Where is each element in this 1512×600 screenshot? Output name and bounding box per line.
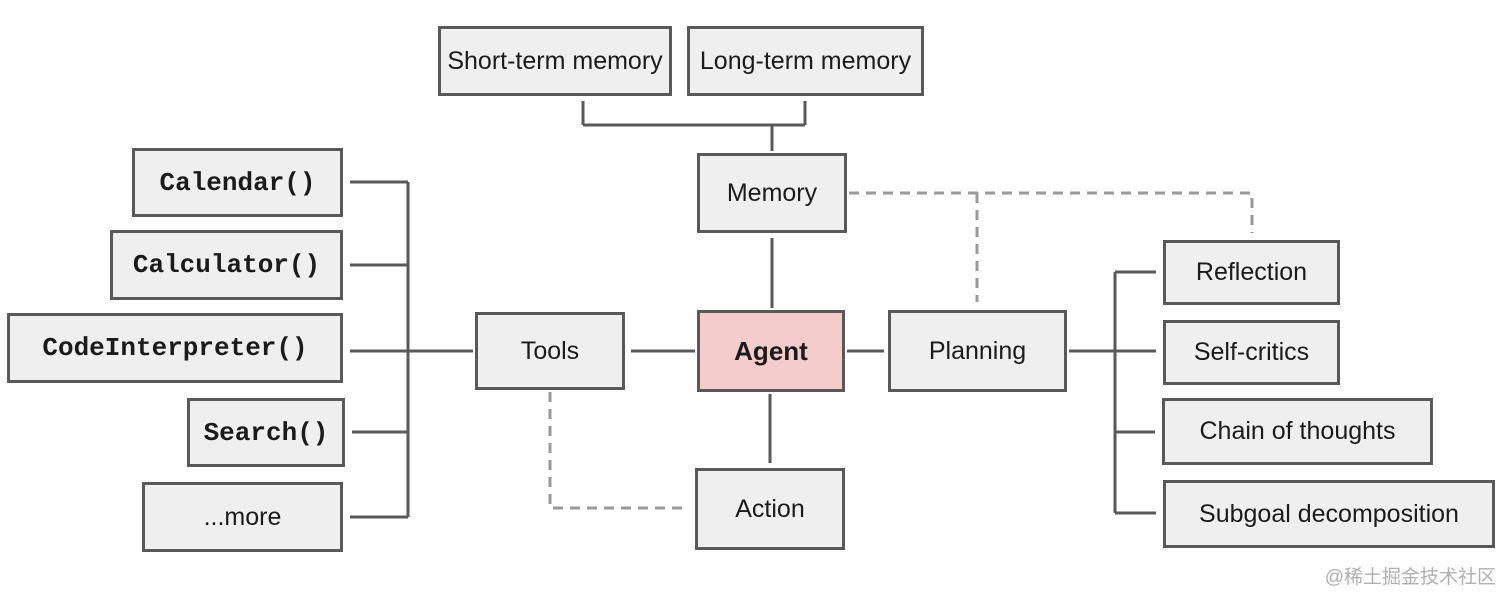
node-more-tools: ...more [142, 482, 343, 552]
solid-connectors [350, 101, 1156, 519]
node-search: Search() [187, 398, 345, 467]
node-agent: Agent [697, 310, 845, 392]
node-tools: Tools [475, 312, 625, 390]
node-memory: Memory [697, 153, 847, 233]
node-calculator: Calculator() [110, 230, 343, 300]
watermark-text: @稀土掘金技术社区 [1324, 567, 1496, 588]
node-calendar: Calendar() [132, 148, 343, 217]
node-planning: Planning [888, 310, 1067, 392]
node-self-critics: Self-critics [1163, 320, 1340, 385]
dashed-arrow-memory-to-reflection [849, 191, 1254, 233]
node-action: Action [695, 468, 845, 550]
node-subgoal-decomposition: Subgoal decomposition [1163, 480, 1495, 548]
node-long-term-memory: Long-term memory [687, 26, 924, 96]
dashed-connectors [548, 191, 1254, 510]
node-reflection: Reflection [1163, 240, 1340, 305]
node-code-interpreter: CodeInterpreter() [7, 313, 343, 383]
node-short-term-memory: Short-term memory [438, 26, 672, 96]
dashed-arrow-tools-to-action [548, 392, 689, 510]
node-chain-of-thoughts: Chain of thoughts [1162, 398, 1433, 465]
memory-fork-line [583, 123, 805, 151]
